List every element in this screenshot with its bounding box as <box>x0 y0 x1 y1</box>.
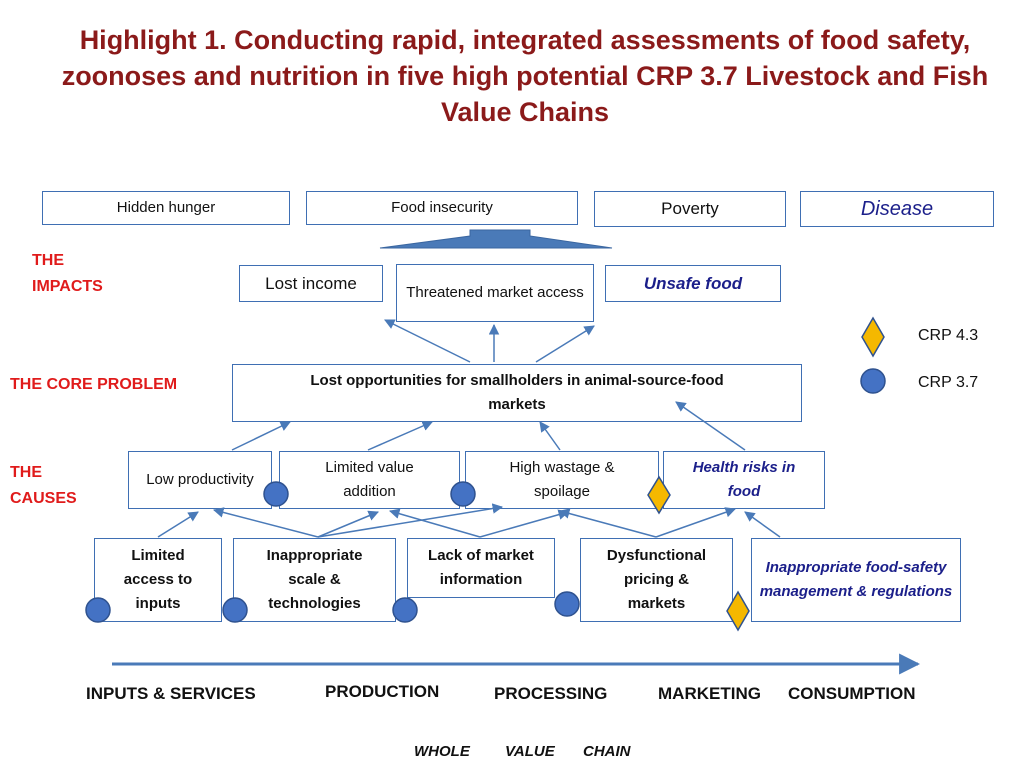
root-cause-label: Limited access to inputs <box>123 547 193 612</box>
arrow-wastage-to-core <box>539 421 561 451</box>
cause-label: High wastage & spoilage <box>509 459 615 500</box>
stage-consumption: CONSUMPTION <box>788 684 916 703</box>
outcome-label: Poverty <box>661 199 719 218</box>
outcome-hidden-hunger: Hidden hunger <box>42 191 290 225</box>
arrow-low-productivity-to-core <box>231 421 291 451</box>
arrow-value-addition-to-core <box>367 420 433 451</box>
root-lack-market-info: Lack of market information <box>407 538 555 598</box>
arrow-market-info-to-value-addition <box>388 508 481 538</box>
cause-label: Limited value addition <box>325 459 414 500</box>
root-inappropriate-scale: Inappropriate scale & technologies <box>233 538 396 622</box>
cause-label: Low productivity <box>146 471 254 488</box>
root-dysfunctional-pricing: Dysfunctional pricing & markets <box>580 538 733 622</box>
stage-processing: PROCESSING <box>494 684 608 703</box>
stage-production: PRODUCTION <box>325 682 440 701</box>
root-cause-label: Inappropriate food-safety management & r… <box>759 559 953 600</box>
outcome-disease: Disease <box>800 191 994 227</box>
cause-limited-value-addition: Limited value addition <box>279 451 460 509</box>
outcome-label: Hidden hunger <box>116 199 216 216</box>
chain-caption-whole: WHOLE <box>414 743 470 760</box>
impact-label: Lost income <box>265 273 357 293</box>
impact-lost-income: Lost income <box>239 265 383 302</box>
crp43-legend-marker <box>861 316 885 358</box>
crp37-marker-market-info <box>392 597 418 623</box>
arrow-market-info-to-wastage <box>479 509 570 538</box>
arrow-regulations-to-health <box>744 511 781 538</box>
chain-caption-chain: CHAIN <box>583 743 631 760</box>
legend-label-crp43: CRP 4.3 <box>918 327 979 344</box>
arrow-pricing-to-wastage <box>558 508 657 538</box>
impact-label: Unsafe food <box>643 273 743 293</box>
arrow-scale-to-productivity <box>212 507 319 538</box>
cause-low-productivity: Low productivity <box>128 451 272 509</box>
impact-threatened-market-access: Threatened market access <box>396 264 594 322</box>
chain-caption-value: VALUE <box>505 743 555 760</box>
arrow-access-to-productivity <box>157 511 199 538</box>
arrow-core-to-unsafe-food <box>535 325 595 363</box>
outcome-poverty: Poverty <box>594 191 786 227</box>
label-core-problem: THE CORE PROBLEM <box>10 376 178 393</box>
big-up-arrow <box>379 229 613 249</box>
impact-unsafe-food: Unsafe food <box>605 265 781 302</box>
cause-high-wastage: High wastage & spoilage <box>465 451 659 509</box>
legend-label-crp37: CRP 3.7 <box>918 374 979 391</box>
impact-label: Threatened market access <box>406 284 584 301</box>
label-impacts: THE IMPACTS <box>32 252 103 295</box>
stage-marketing: MARKETING <box>658 684 761 703</box>
root-limited-access: Limited access to inputs <box>94 538 222 622</box>
core-problem-text: Lost opportunities for smallholders in a… <box>310 372 724 413</box>
crp37-legend-marker <box>860 368 886 394</box>
core-problem-box: Lost opportunities for smallholders in a… <box>232 364 802 422</box>
crp37-marker-pricing <box>554 591 580 617</box>
root-cause-label: Lack of market information <box>428 547 534 588</box>
outcome-label: Food insecurity <box>391 199 493 216</box>
stage-inputs-services: INPUTS & SERVICES <box>86 684 256 703</box>
cause-label: Health risks in food <box>692 459 796 500</box>
label-causes: THE CAUSES <box>10 464 77 507</box>
cause-health-risks: Health risks in food <box>663 451 825 509</box>
page-title: Highlight 1. Conducting rapid, integrate… <box>61 25 989 127</box>
root-cause-label: Dysfunctional pricing & markets <box>606 547 707 612</box>
outcome-food-insecurity: Food insecurity <box>306 191 578 225</box>
root-food-safety-management: Inappropriate food-safety management & r… <box>751 538 961 622</box>
arrow-pricing-to-health <box>655 507 736 538</box>
arrow-core-to-lost-income <box>384 319 471 363</box>
outcome-label: Disease <box>860 198 934 220</box>
arrow-scale-to-value-addition <box>317 510 379 538</box>
arrow-scale-to-wastage <box>317 503 504 538</box>
root-cause-label: Inappropriate scale & technologies <box>266 547 363 612</box>
